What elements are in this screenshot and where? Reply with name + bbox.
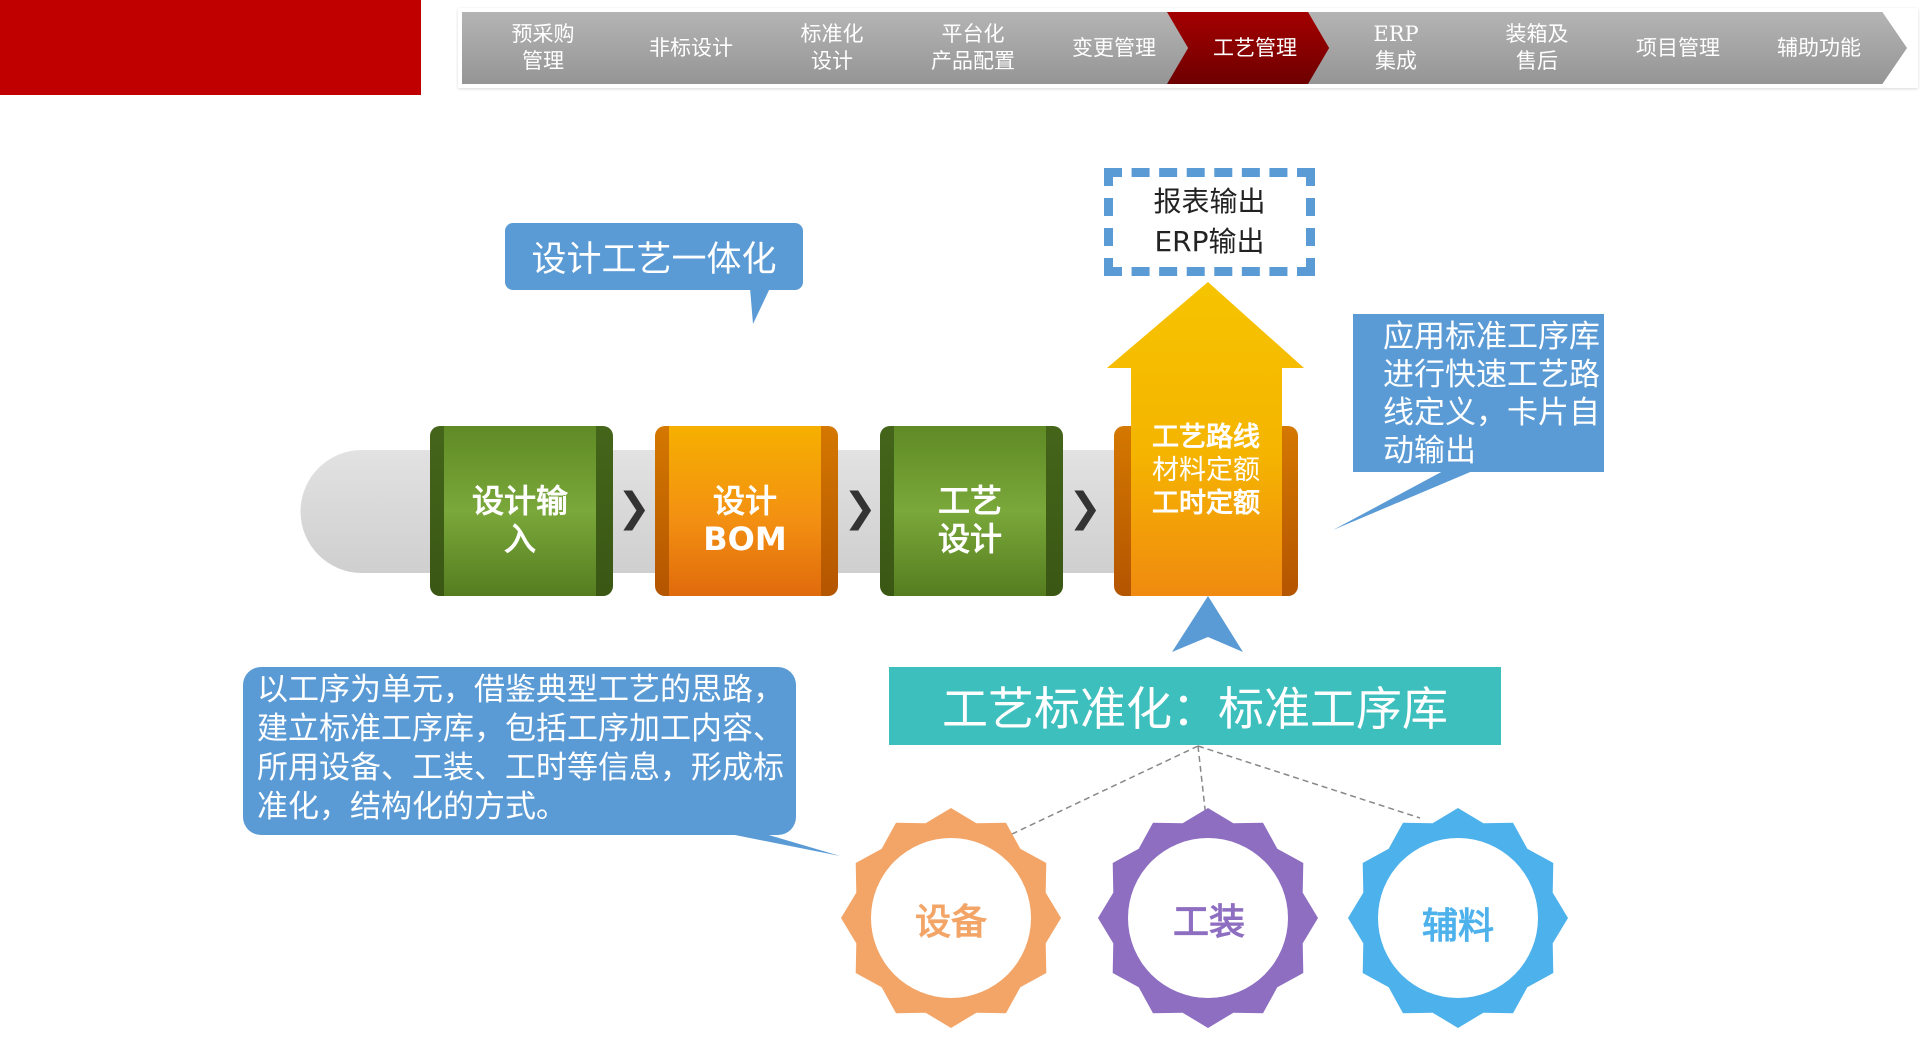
gear-equipment [841, 808, 1061, 1028]
nav-step-standard-design[interactable]: 标准化 设计 [744, 12, 920, 84]
process-nav: 预采购 管理 非标设计 标准化 设计 平台化 产品配置 变更管理 工艺管理 ER… [458, 8, 1918, 88]
gear-auxiliary-label: 辅料 [1421, 906, 1494, 947]
block-routing-line3: 工时定额 [1152, 487, 1260, 519]
output-erp: ERP输出 [1154, 225, 1265, 258]
nav-step-aux-functions[interactable]: 辅助功能 [1731, 12, 1907, 84]
callout-standard-library-usage: 应用标准工序库进行快速工艺路线定义，卡片自动输出 [1353, 314, 1604, 472]
block-process-design-label: 工艺 设计 [894, 430, 1046, 610]
nav-step-change-mgmt[interactable]: 变更管理 [1026, 12, 1202, 84]
gear-tooling [1098, 808, 1318, 1028]
nav-step-label: 辅助功能 [1777, 35, 1861, 60]
connector-line [1011, 745, 1199, 835]
nav-step-label: ERP 集成 [1373, 22, 1419, 73]
standardization-banner: 工艺标准化：标准工序库 [889, 667, 1501, 745]
nav-step-label: 变更管理 [1072, 35, 1156, 60]
standard-library-up-arrow [1172, 596, 1243, 652]
nav-step-erp[interactable]: ERP 集成 [1308, 12, 1484, 84]
block-process-design [894, 426, 1046, 596]
callout-title-tail [750, 288, 770, 324]
block-routing-line2: 材料定额 [1152, 454, 1260, 486]
block-design-input-label: 设计输 入 [444, 430, 596, 610]
chevron-right-icon: ❯ [617, 485, 651, 531]
nav-step-label: 标准化 设计 [800, 22, 864, 73]
brand-red-bar [0, 0, 421, 95]
callout-left-tail [700, 828, 840, 856]
block-label: 工艺 设计 [937, 482, 1002, 558]
callout-standard-library-description: 以工序为单元，借鉴典型工艺的思路，建立标准工序库，包括工序加工内容、所用设备、工… [243, 667, 796, 835]
chevron-right-icon: ❯ [843, 485, 877, 531]
output-report: 报表输出 [1153, 185, 1266, 218]
nav-step-nonstandard-design[interactable]: 非标设计 [603, 12, 779, 84]
nav-step-label: 工艺管理 [1213, 35, 1297, 60]
nav-step-label: 平台化 产品配置 [931, 22, 1015, 73]
block-routing-label: 工艺路线 材料定额 工时定额 [1127, 410, 1285, 530]
gear-center [1128, 838, 1288, 998]
nav-step-packing[interactable]: 装箱及 售后 [1449, 12, 1625, 84]
nav-step-project-mgmt[interactable]: 项目管理 [1590, 12, 1766, 84]
connector-line [1197, 745, 1421, 819]
gear-center [1378, 838, 1538, 998]
gear-center [871, 838, 1031, 998]
block-design-input [444, 426, 596, 596]
block-design-bom [669, 426, 821, 596]
nav-step-label: 非标设计 [649, 35, 733, 60]
block-routing-line1: 工艺路线 [1152, 421, 1260, 453]
output-box: 报表输出 ERP输出 [1104, 168, 1315, 276]
output-up-arrow [1107, 282, 1304, 596]
nav-step-label: 项目管理 [1636, 35, 1720, 60]
block-label: 设计 BOM [703, 482, 787, 558]
chevron-right-icon: ❯ [1068, 485, 1102, 531]
gear-tooling-label: 工装 [1172, 902, 1245, 943]
nav-step-label: 装箱及 售后 [1505, 22, 1569, 73]
connector-line [1197, 745, 1207, 819]
block-design-bom-label: 设计 BOM [669, 430, 821, 610]
nav-step-process-mgmt[interactable]: 工艺管理 [1167, 12, 1343, 84]
gear-equipment-label: 设备 [914, 902, 987, 943]
callout-right-tail [1333, 470, 1475, 530]
nav-step-label: 预采购 管理 [511, 22, 575, 73]
nav-step-platform-config[interactable]: 平台化 产品配置 [885, 12, 1061, 84]
nav-step-pre-purchase[interactable]: 预采购 管理 [462, 12, 638, 84]
gear-auxiliary [1348, 808, 1568, 1028]
block-label: 设计输 入 [471, 482, 568, 558]
callout-design-process-integration: 设计工艺一体化 [505, 223, 803, 290]
